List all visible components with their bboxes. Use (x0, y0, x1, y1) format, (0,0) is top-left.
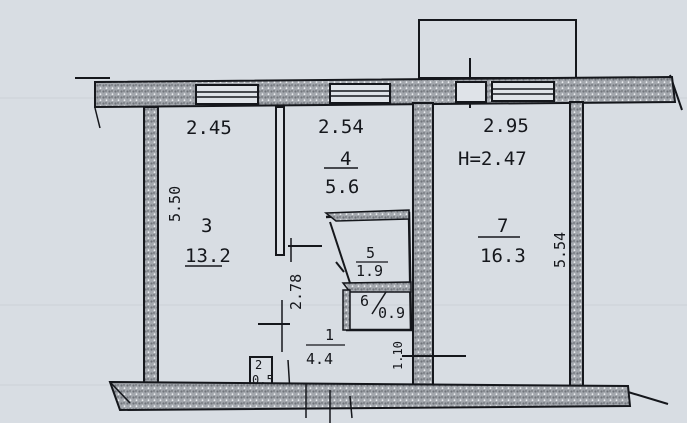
dim-room3-width: 2.45 (186, 117, 232, 139)
dim-corridor: 2.78 (287, 274, 305, 310)
room-7-number: 7 (497, 215, 508, 237)
room-5-area: 1.9 (356, 262, 383, 280)
room-2-number: 2 (255, 358, 262, 372)
bathroom-top-wall (323, 209, 410, 222)
room-6-divider (371, 291, 387, 315)
room-2-area: 0.5 (252, 373, 274, 387)
room-6-number: 6 (360, 292, 369, 310)
wall-edge (109, 381, 131, 404)
door-swing (335, 261, 345, 273)
extension-line (627, 391, 669, 405)
bathroom-diagonal-wall (329, 221, 351, 284)
room-3-area: 13.2 (185, 245, 231, 267)
balcony-door (455, 81, 487, 103)
left-wall (143, 106, 159, 390)
dim-room7-length: 5.54 (551, 232, 569, 268)
entry-door-mark (349, 395, 353, 419)
wall-edge (94, 107, 101, 129)
closet-outline (249, 356, 273, 388)
bearing-wall (412, 102, 434, 389)
room-7-area: 16.3 (480, 245, 526, 267)
right-wall (569, 101, 584, 388)
balcony-outline (418, 19, 577, 79)
dim-room7-width: 2.95 (483, 115, 529, 137)
bottom-exterior-wall (108, 380, 632, 412)
ceiling-height: H=2.47 (458, 148, 527, 170)
window-room7 (491, 81, 555, 102)
room-5-number: 5 (366, 244, 375, 262)
wc-wall (342, 289, 351, 331)
partition-5-6 (341, 281, 412, 293)
partition-3-4 (275, 106, 285, 256)
dim-door: 1.10 (391, 341, 405, 370)
window-room4 (329, 83, 391, 104)
dim-room4-width: 2.54 (318, 116, 364, 138)
room-4-number: 4 (340, 148, 351, 170)
room-4-area: 5.6 (325, 176, 359, 198)
room-1-number: 1 (325, 326, 334, 344)
room-6-area: 0.9 (378, 304, 405, 322)
window-room3 (195, 84, 259, 105)
dim-room3-length: 5.50 (166, 186, 184, 222)
room-3-number: 3 (201, 215, 212, 237)
room-1-area: 4.4 (306, 350, 333, 368)
